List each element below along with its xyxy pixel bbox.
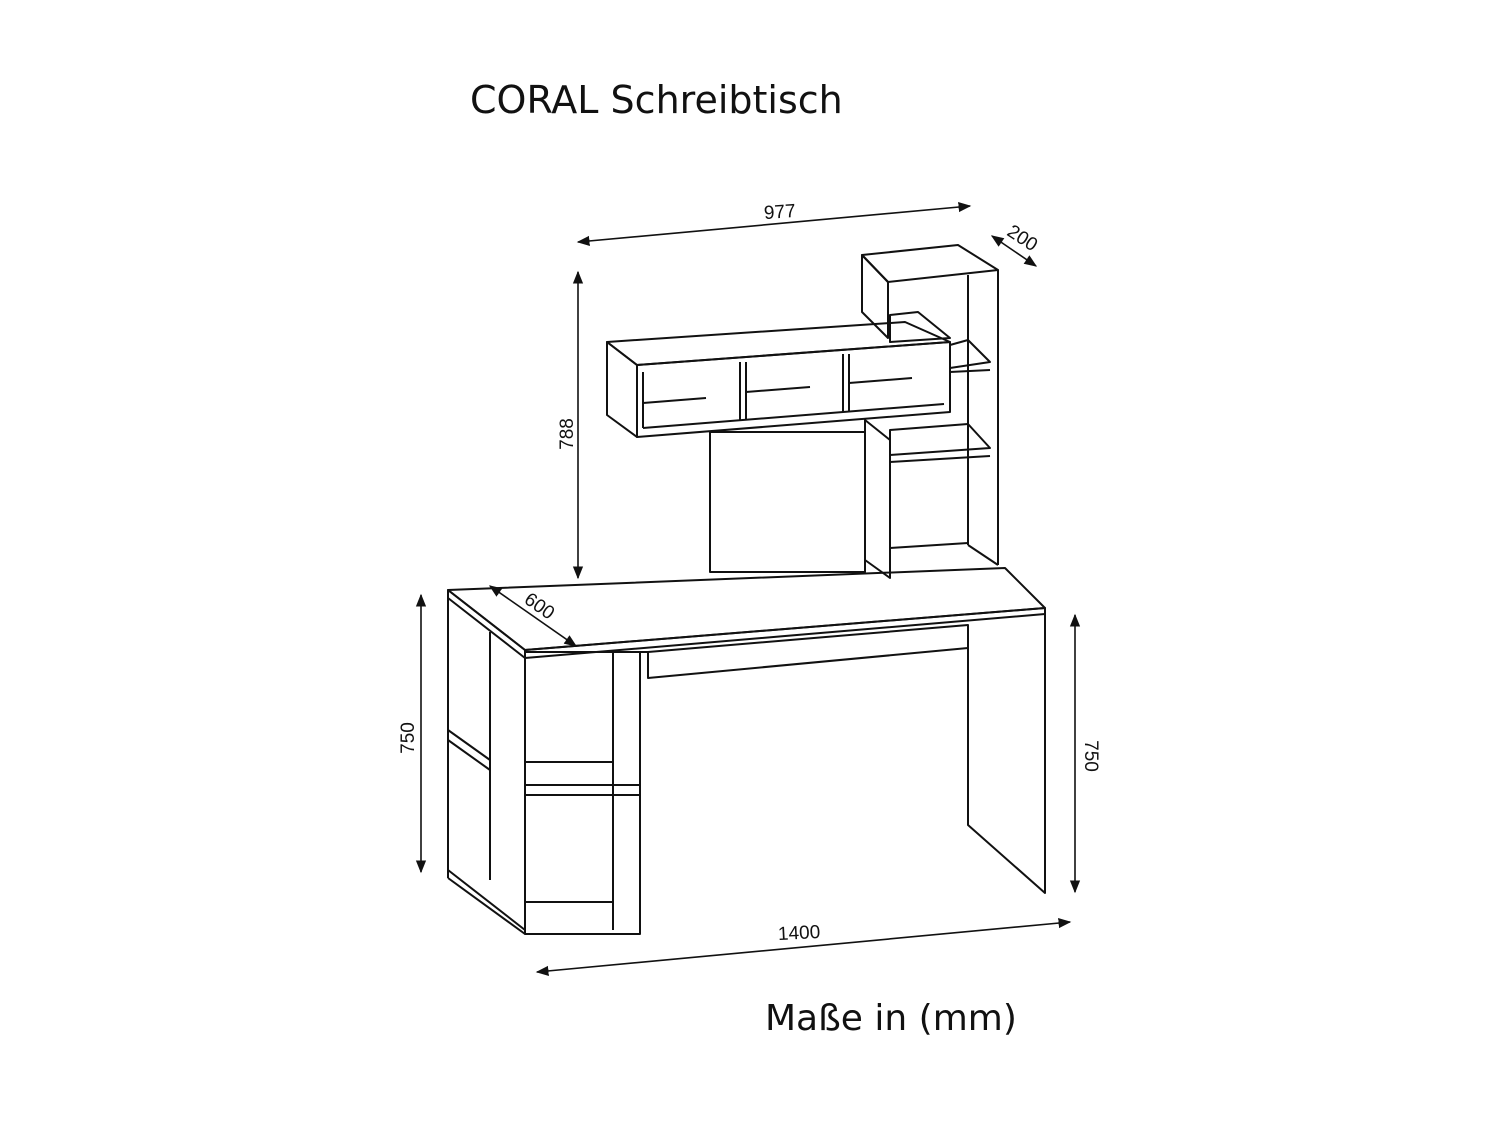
- dim-label-977: 977: [763, 200, 797, 225]
- dim-label-1400: 1400: [777, 921, 821, 946]
- hutch-tower: [861, 244, 999, 578]
- dim-line-1400: [535, 917, 1072, 977]
- dim-label-750-left: 750: [397, 722, 419, 754]
- dim-label-750-right: 750: [1079, 740, 1101, 772]
- dim-label-788: 788: [556, 418, 578, 450]
- hutch-shelf: [606, 321, 951, 438]
- desk-frame: [640, 614, 1046, 894]
- hutch-panels: [709, 419, 891, 579]
- dim-line-600: [488, 585, 578, 647]
- units-caption: Maße in (mm): [765, 998, 1017, 1039]
- diagram-title: CORAL Schreibtisch: [470, 78, 843, 122]
- left-shelf-unit: [447, 598, 641, 935]
- dim-line-977: [576, 201, 972, 247]
- dim-line-200: [990, 235, 1038, 267]
